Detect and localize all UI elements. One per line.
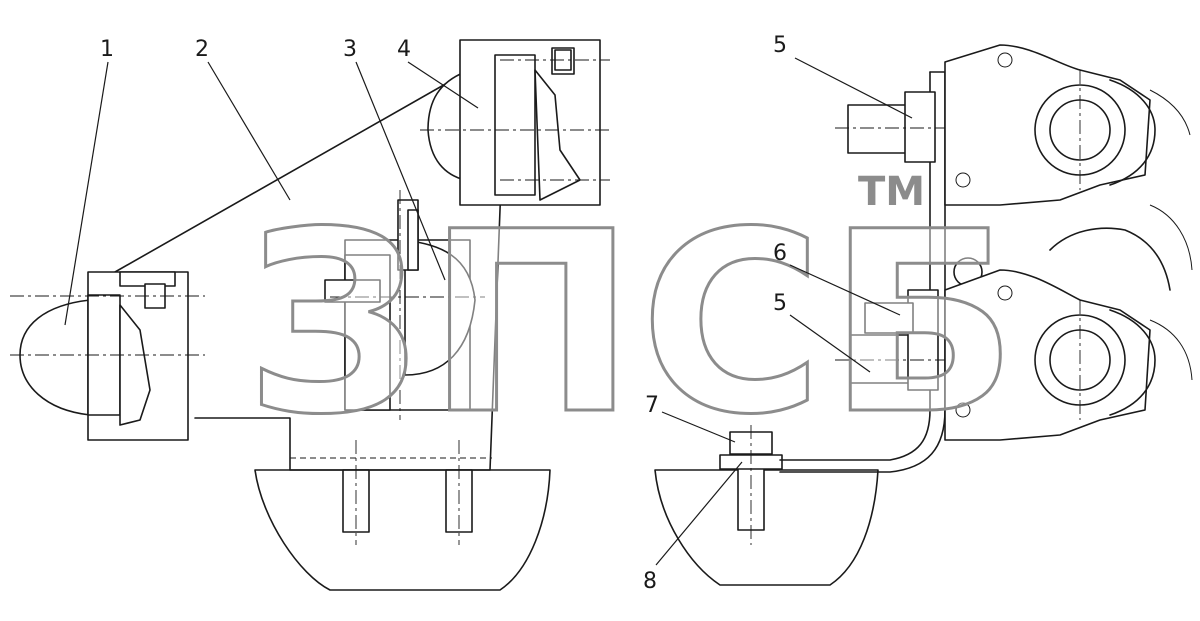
watermark-text: ЗПСБ (245, 178, 1022, 469)
watermark: ЗПСБ TM (244, 169, 1022, 471)
mounting-plate (779, 71, 931, 461)
callout-7: 7 (645, 393, 659, 418)
callout-4: 4 (397, 37, 411, 62)
left-mounting-base (254, 469, 551, 591)
callout-3: 3 (343, 37, 357, 62)
valve-center (324, 190, 485, 420)
callout-8: 8 (643, 569, 657, 594)
left-assembly (10, 39, 610, 591)
callouts: 1 2 3 4 5 6 5 7 8 (64, 33, 913, 594)
trademark-mark: TM (858, 169, 925, 215)
callout-5-upper: 5 (773, 33, 787, 58)
coupling-body-upper (944, 44, 1191, 206)
callout-1: 1 (100, 37, 114, 62)
callout-2: 2 (195, 37, 209, 62)
coupling-body-lower (944, 204, 1193, 441)
valve-left (10, 271, 205, 441)
valve-upper (420, 39, 610, 206)
fitting-upper (835, 91, 1150, 163)
right-mounting-base (654, 469, 879, 586)
callout-5-lower: 5 (773, 291, 787, 316)
right-assembly (654, 44, 1193, 586)
callout-6: 6 (773, 241, 787, 266)
